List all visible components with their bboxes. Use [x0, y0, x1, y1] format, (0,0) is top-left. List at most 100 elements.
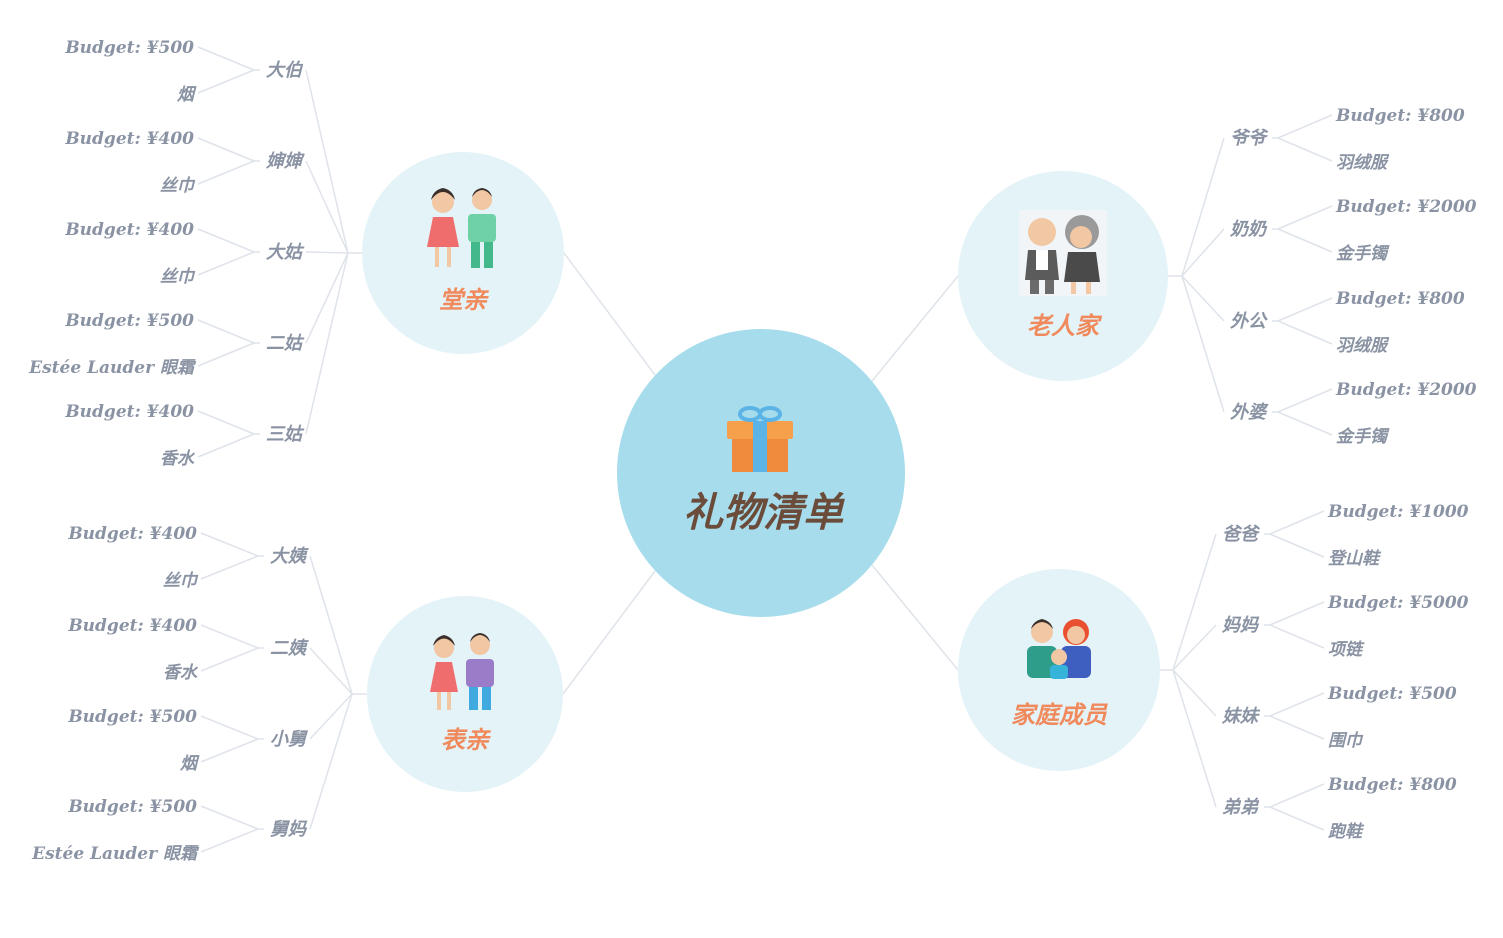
connector-line [1172, 533, 1217, 671]
category-label: 表亲 [441, 726, 492, 754]
connector-line [197, 46, 255, 71]
member-name[interactable]: 婶婶 [266, 151, 305, 172]
member-budget: Budget: ¥5000 [1327, 593, 1469, 613]
member-budget: Budget: ¥500 [67, 797, 197, 817]
connector-line [1269, 783, 1325, 808]
connector-line [309, 647, 353, 695]
connector-line [197, 433, 255, 458]
member-gift: 羽绒服 [1336, 153, 1390, 173]
member-gift: 丝巾 [163, 571, 199, 591]
member-name[interactable]: 弟弟 [1222, 797, 1260, 818]
member-name[interactable]: 舅妈 [270, 819, 308, 840]
category-node-tangqin[interactable]: 堂亲 [362, 152, 564, 354]
member-budget: Budget: ¥400 [64, 402, 194, 422]
member-name[interactable]: 二姑 [266, 333, 305, 354]
connector-line [1277, 297, 1333, 322]
connector-line [1269, 601, 1325, 626]
connector-line [200, 532, 259, 557]
connector-line [200, 715, 259, 740]
member-name[interactable]: 大伯 [266, 60, 304, 81]
connector-line [1269, 510, 1325, 535]
connector-line [1172, 669, 1217, 808]
connector-line [200, 647, 259, 672]
member-budget: Budget: ¥1000 [1327, 502, 1469, 522]
member-gift: 跑鞋 [1328, 822, 1365, 842]
member-gift: Estée Lauder 眼霜 [31, 844, 200, 864]
member-gift: 登山鞋 [1328, 549, 1382, 569]
connector-line [197, 137, 255, 162]
member-budget: Budget: ¥500 [64, 311, 194, 331]
member-name[interactable]: 三姑 [266, 424, 305, 445]
member-gift: 香水 [163, 663, 199, 683]
member-name[interactable]: 大姑 [266, 242, 305, 263]
member-gift: 羽绒服 [1336, 336, 1390, 356]
cousins-paternal-icon [427, 188, 496, 268]
connector-line [1269, 692, 1325, 717]
connector-line [309, 555, 353, 695]
connector-line [305, 252, 349, 344]
connector-line [1269, 806, 1325, 831]
connector-line [1269, 533, 1325, 558]
member-budget: Budget: ¥2000 [1335, 380, 1477, 400]
connector-line [1277, 320, 1333, 345]
category-circle [362, 152, 564, 354]
member-budget: Budget: ¥500 [67, 707, 197, 727]
connector-line [197, 251, 255, 276]
member-gift: 围巾 [1328, 731, 1364, 751]
member-gift: 烟 [180, 754, 200, 774]
connector-line [1277, 388, 1333, 413]
connector-line [305, 69, 349, 254]
connector-lines [197, 46, 1333, 853]
category-node-laorenjia[interactable]: 老人家 [958, 171, 1168, 381]
member-budget: Budget: ¥500 [1327, 684, 1457, 704]
connector-line [197, 342, 255, 367]
member-budget: Budget: ¥500 [64, 38, 194, 58]
connector-line [197, 160, 255, 185]
member-name[interactable]: 外婆 [1229, 402, 1269, 423]
member-gift: 丝巾 [160, 267, 196, 287]
connector-line [305, 251, 349, 254]
category-label: 堂亲 [439, 286, 490, 314]
connector-line [1172, 624, 1217, 671]
connector-line [871, 275, 959, 382]
connector-line [197, 69, 255, 94]
member-name[interactable]: 妹妹 [1221, 706, 1261, 727]
connector-line [305, 160, 349, 254]
member-name[interactable]: 奶奶 [1230, 219, 1268, 240]
connector-line [1181, 275, 1225, 413]
member-budget: Budget: ¥400 [64, 220, 194, 240]
category-label: 家庭成员 [1011, 701, 1108, 729]
member-gift: 香水 [160, 449, 196, 469]
member-gift: 金手镯 [1336, 244, 1390, 264]
member-name[interactable]: 小舅 [270, 729, 308, 750]
family-icon [1027, 619, 1091, 679]
grandparents-icon [1019, 210, 1107, 296]
connector-line [1277, 114, 1333, 139]
connector-line [200, 624, 259, 649]
connector-line [1181, 228, 1225, 277]
member-budget: Budget: ¥400 [67, 524, 197, 544]
member-name[interactable]: 大姨 [270, 546, 309, 567]
member-gift: 丝巾 [160, 176, 196, 196]
member-budget: Budget: ¥800 [1335, 106, 1465, 126]
connector-line [309, 693, 353, 830]
center-node[interactable]: 礼物清单 [617, 329, 905, 617]
member-name[interactable]: 爸爸 [1222, 524, 1261, 545]
connector-line [1277, 205, 1333, 230]
member-name[interactable]: 二姨 [270, 638, 309, 659]
member-name[interactable]: 外公 [1229, 311, 1268, 332]
member-budget: Budget: ¥800 [1335, 289, 1465, 309]
connector-line [1277, 137, 1333, 162]
category-node-jiating[interactable]: 家庭成员 [958, 569, 1160, 771]
connector-line [200, 555, 259, 580]
category-circle [367, 596, 563, 792]
category-node-biaoqin[interactable]: 表亲 [367, 596, 563, 792]
member-name[interactable]: 妈妈 [1222, 615, 1260, 636]
member-name[interactable]: 爷爷 [1230, 128, 1269, 149]
connector-line [197, 410, 255, 435]
member-budget: Budget: ¥2000 [1335, 197, 1477, 217]
connector-line [305, 252, 349, 435]
